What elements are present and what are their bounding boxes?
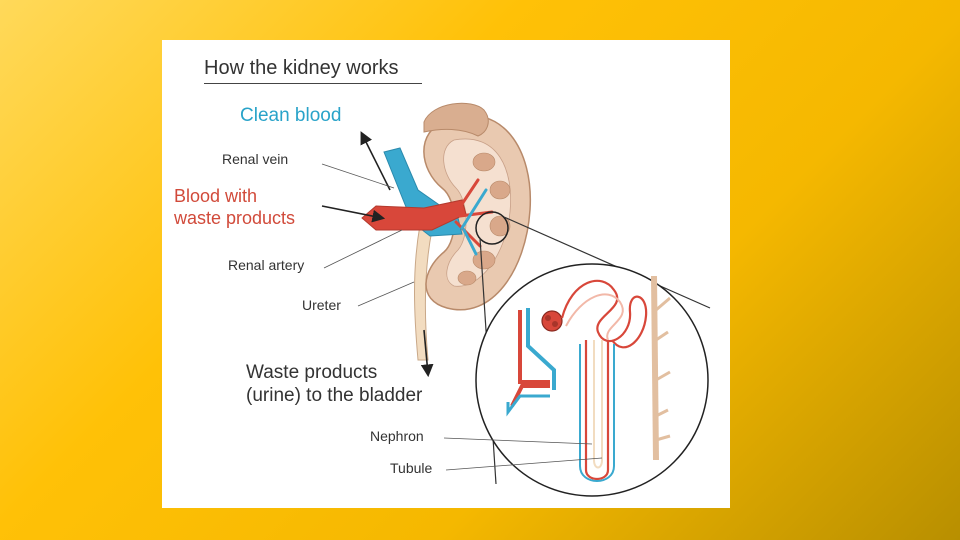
title-underline: [204, 83, 422, 84]
renal-vein-label: Renal vein: [222, 152, 288, 167]
clean-blood-label: Clean blood: [240, 106, 341, 127]
diagram-title: How the kidney works: [204, 57, 399, 79]
ureter-pointer: [358, 282, 414, 306]
tubule-label: Tubule: [390, 461, 432, 476]
waste-to-bladder-line2: (urine) to the bladder: [246, 385, 422, 408]
blood-with-waste-line1: Blood with: [174, 186, 295, 208]
blood-with-waste-label: Blood with waste products: [174, 186, 295, 229]
kidney-figure-panel: How the kidney works Clean blood Renal v…: [162, 40, 730, 508]
nephron-label: Nephron: [370, 429, 424, 444]
blood-with-waste-line2: waste products: [174, 208, 295, 230]
waste-to-bladder-line1: Waste products: [246, 362, 422, 385]
waste-to-bladder-label: Waste products (urine) to the bladder: [246, 362, 422, 408]
renal-artery-pointer: [324, 230, 402, 268]
renal-artery-label: Renal artery: [228, 258, 304, 273]
ureter-label: Ureter: [302, 298, 341, 313]
